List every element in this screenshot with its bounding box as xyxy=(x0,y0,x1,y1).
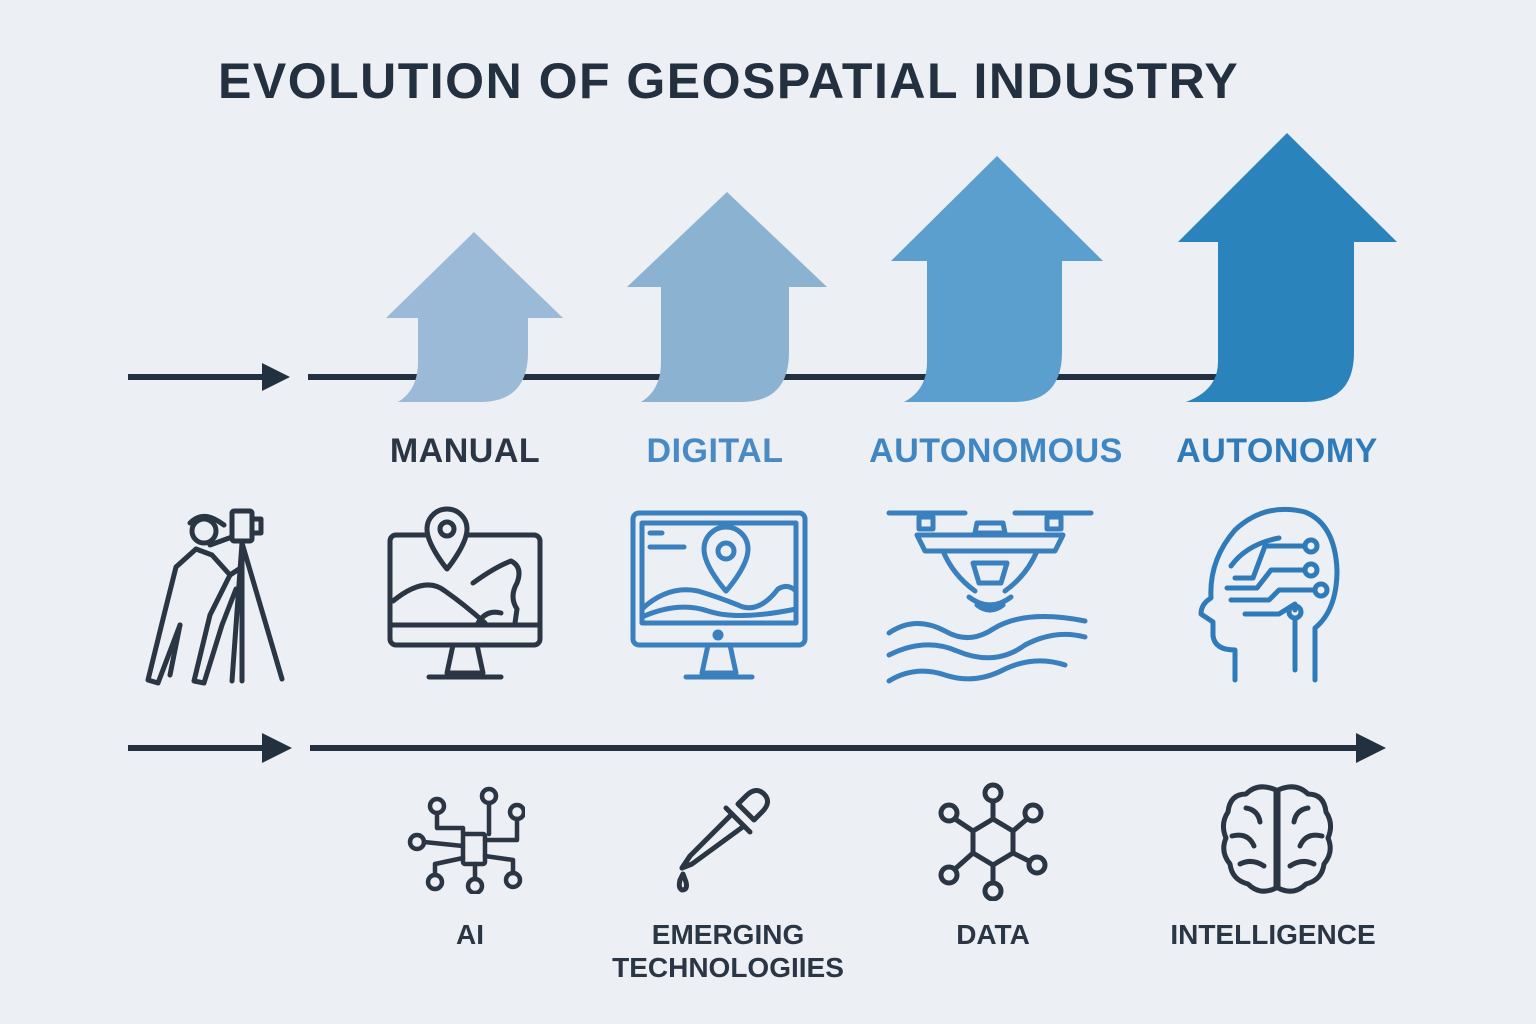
growth-arrow-digital xyxy=(627,192,827,402)
page-title: EVOLUTION OF GEOSPATIAL INDUSTRY xyxy=(218,53,1240,109)
hexagon-network-icon xyxy=(938,782,1048,901)
dropper-icon xyxy=(676,788,770,893)
growth-arrow-autonomous xyxy=(891,156,1103,402)
drone-scanning-icon xyxy=(886,510,1094,684)
surveyor-icon xyxy=(145,508,285,686)
digital-map-monitor-icon xyxy=(630,510,808,680)
stage-label-autonomy: AUTONOMY xyxy=(1176,432,1378,470)
driver-label-line: EMERGING xyxy=(651,919,805,950)
stage-label-digital: DIGITAL xyxy=(646,432,784,470)
driver-label-line: AI xyxy=(456,919,484,950)
driver-label-data: DATA xyxy=(933,918,1053,951)
driver-label-ai: AI xyxy=(420,918,520,951)
bottom-timeline xyxy=(128,733,1386,763)
circuit-chip-icon xyxy=(407,786,525,894)
driver-label-line: INTELLIGENCE xyxy=(1170,919,1376,950)
driver-label-intelligence: INTELLIGENCE xyxy=(1158,918,1388,951)
brain-icon xyxy=(1220,784,1334,894)
growth-arrow-manual xyxy=(386,232,563,402)
stage-label-autonomous: AUTONOMOUS xyxy=(869,432,1123,470)
stage-label-manual: MANUAL xyxy=(389,432,541,470)
map-monitor-icon xyxy=(387,506,543,680)
driver-label-line: DATA xyxy=(956,919,1030,950)
growth-arrow-autonomy xyxy=(1178,133,1397,402)
driver-label-line: TECHNOLOGIIES xyxy=(612,952,844,983)
driver-label-emerging-technologies: EMERGING TECHNOLOGIIES xyxy=(603,918,853,984)
ai-head-icon xyxy=(1198,506,1340,683)
